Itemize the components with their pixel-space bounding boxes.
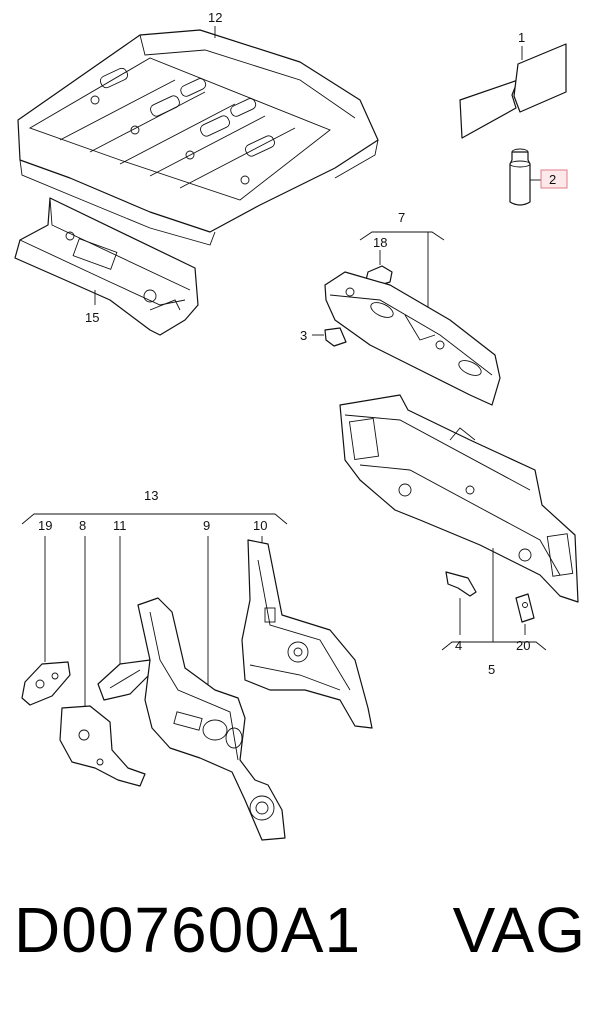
part-11-bracket [97,659,153,701]
callout-3: 3 [300,328,307,343]
callout-15: 15 [85,310,99,325]
part-19-bracket [21,661,71,706]
callout-13: 13 [144,488,158,503]
callout-1: 1 [518,30,525,45]
part-9-side-panel [137,597,286,841]
part-15-cross-member [14,197,199,336]
callout-5: 5 [488,662,495,677]
part-1-sealing-tape [459,43,567,139]
callout-18: 18 [373,235,387,250]
callout-8: 8 [79,518,86,533]
callout-12: 12 [208,10,222,25]
callout-2-highlight [540,169,568,189]
part-4-bracket [445,571,477,597]
callout-19: 19 [38,518,52,533]
callout-4: 4 [455,638,462,653]
part-12-rear-floor-pan [17,29,379,246]
callout-9: 9 [203,518,210,533]
part-7-rear-panel-upper [324,271,501,406]
callout-7: 7 [398,210,405,225]
callout-10: 10 [253,518,267,533]
parts-diagram: 12 15 1 2 7 18 3 [14,10,579,841]
part-3-clip [324,327,347,347]
part-10-wheel-arch-panel [241,539,373,729]
brand-name: VAG [452,894,586,966]
callout-2: 2 [549,172,556,187]
part-8-bracket [59,705,146,787]
part-20-bracket [515,593,535,623]
callout-20: 20 [516,638,530,653]
part-code: D007600A1 [14,894,362,966]
part-5-rear-panel [339,394,579,603]
part-2-can [509,148,531,206]
callout-11: 11 [113,518,127,533]
